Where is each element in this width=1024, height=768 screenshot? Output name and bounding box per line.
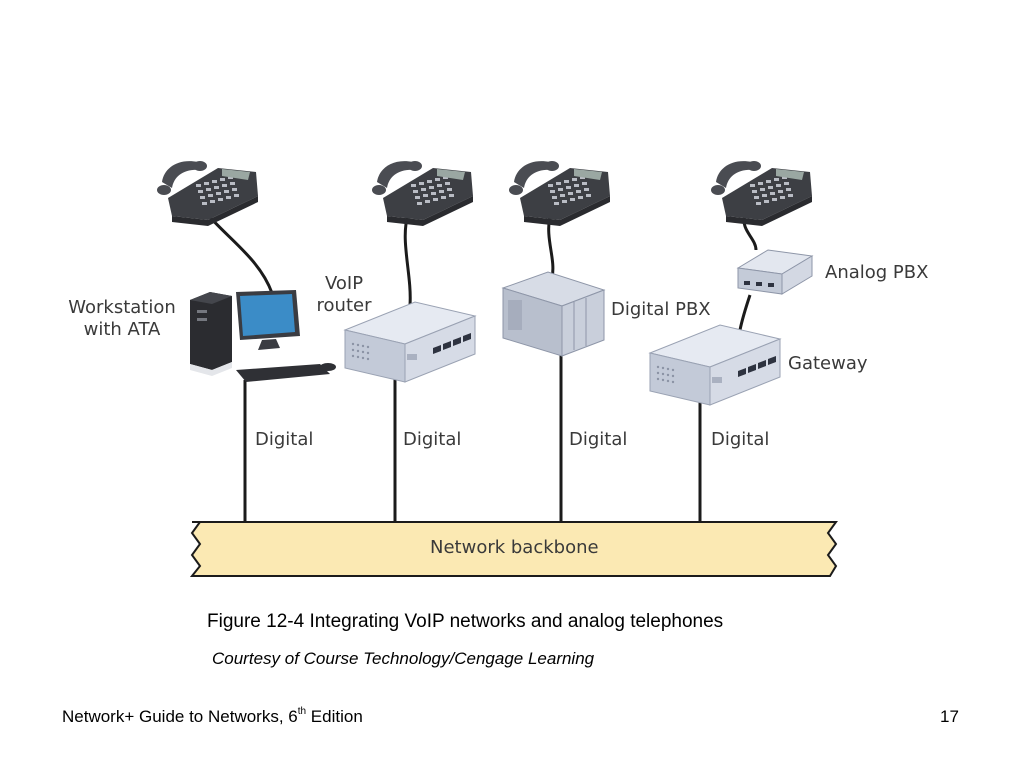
network-backbone <box>189 521 838 577</box>
phone-1 <box>157 161 258 226</box>
gateway-label: Gateway <box>788 353 868 374</box>
analog-pbx-device <box>736 249 814 295</box>
digital-pbx-device <box>501 271 606 357</box>
backbone-label: Network backbone <box>430 537 599 558</box>
figure-caption: Figure 12-4 Integrating VoIP networks an… <box>207 611 724 632</box>
link-label-4: Digital <box>711 429 770 450</box>
phone-2 <box>372 161 473 226</box>
link-label-2: Digital <box>403 429 462 450</box>
digital-pbx-label: Digital PBX <box>611 299 711 320</box>
analog-pbx-label: Analog PBX <box>825 262 929 283</box>
phone-3 <box>509 161 610 226</box>
link-label-3: Digital <box>569 429 628 450</box>
footer-title: Network+ Guide to Networks, 6th Edition <box>62 707 363 727</box>
footer-title-end: Edition <box>306 707 363 726</box>
workstation-computer <box>190 290 336 382</box>
gateway-device <box>649 324 781 406</box>
link-label-1: Digital <box>255 429 314 450</box>
footer-title-sup: th <box>297 706 307 717</box>
figure-credit: Courtesy of Course Technology/Cengage Le… <box>212 649 595 668</box>
phone-4 <box>711 161 812 226</box>
page-number: 17 <box>940 707 959 726</box>
footer-title-main: Network+ Guide to Networks, 6 <box>62 707 298 726</box>
